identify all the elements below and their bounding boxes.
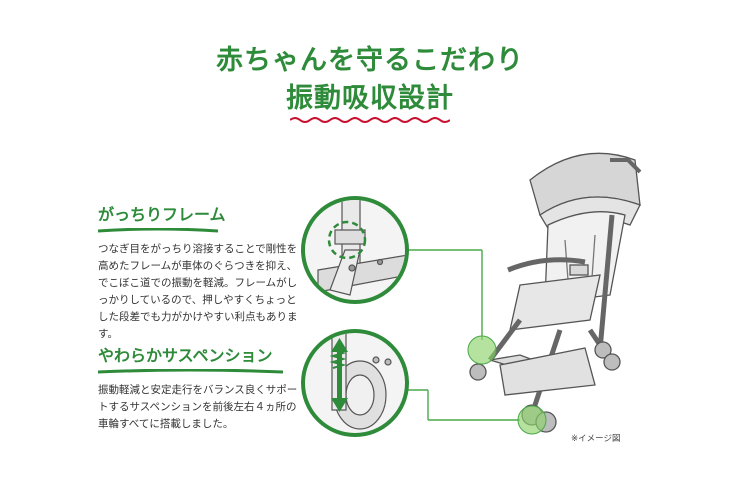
green-underline (98, 369, 283, 374)
red-wave-underline (290, 117, 450, 123)
page-title: 赤ちゃんを守るこだわり (216, 45, 524, 76)
stroller-illustration (469, 152, 642, 433)
feature-title: やわらかサスペンション (98, 346, 273, 365)
suspension-highlight (517, 405, 547, 435)
up-down-arrow-icon (331, 338, 348, 412)
feature-body: 振動軽減と安定走行をバランス良くサポートするサスペンションを前後左右４ヵ所の車輪… (98, 384, 298, 430)
feature-body: つなぎ目をがっちり溶接することで剛性を高めたフレームが車体のぐらつきを抑え、でこ… (98, 243, 298, 340)
feature-title: がっちりフレーム (98, 205, 226, 224)
frame-joint-closeup (301, 196, 409, 304)
image-note: ※イメージ図 (571, 434, 621, 444)
frame-joint-highlight (467, 335, 497, 365)
header: 赤ちゃんを守るこだわり 振動吸収設計 (0, 44, 740, 124)
suspension-closeup (301, 329, 409, 437)
green-underline (98, 228, 218, 233)
feature-frame: がっちりフレーム つなぎ目をがっちり溶接することで剛性を高めたフレームが車体のぐ… (98, 205, 298, 343)
connector-lines (408, 249, 520, 421)
feature-suspension: やわらかサスペンション 振動軽減と安定走行をバランス良くサポートするサスペンショ… (98, 346, 298, 433)
page-subtitle: 振動吸収設計 (286, 83, 454, 114)
